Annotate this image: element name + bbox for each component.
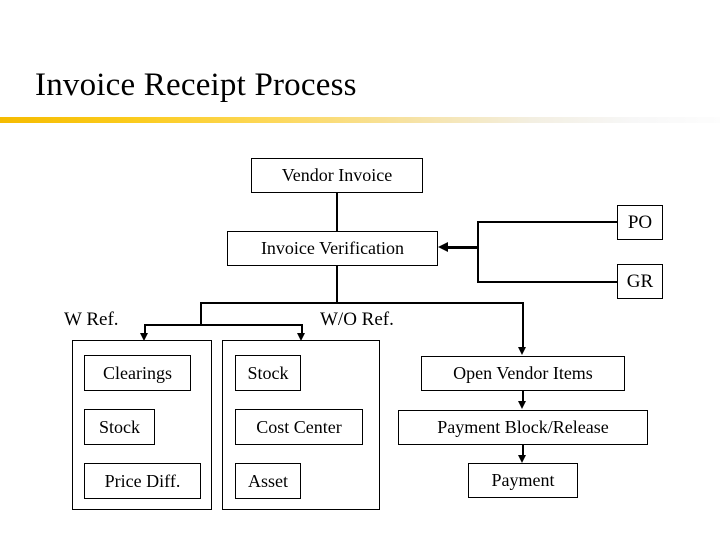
edge-po-gr-joiner (477, 221, 479, 282)
label-with-reference: W Ref. (64, 309, 119, 330)
edge-po-stub (477, 221, 618, 223)
node-vendor-invoice[interactable]: Vendor Invoice (251, 158, 423, 193)
node-clearings[interactable]: Clearings (84, 355, 191, 391)
node-po[interactable]: PO (617, 205, 663, 240)
edge-vendor-invoice-to-invoice-verification (336, 193, 338, 231)
edge-payment-block-to-payment (522, 445, 524, 456)
arrow-left-icon (438, 241, 448, 252)
node-stock-with-reference[interactable]: Stock (84, 409, 155, 445)
edge-split-left-leg (200, 302, 202, 325)
node-asset[interactable]: Asset (235, 463, 301, 499)
label-without-reference: W/O Ref. (320, 309, 394, 330)
node-price-diff[interactable]: Price Diff. (84, 463, 201, 499)
node-stock-without-reference[interactable]: Stock (235, 355, 301, 391)
arrow-down-icon-open-vendor-items (518, 347, 527, 355)
node-open-vendor-items[interactable]: Open Vendor Items (421, 356, 625, 391)
edge-split-bar-top (200, 302, 524, 304)
arrow-down-icon-payment-block (518, 401, 527, 409)
edge-open-vendor-items-to-payment-block (522, 391, 524, 402)
edge-gr-stub (477, 281, 618, 283)
edge-split-right-leg (522, 302, 524, 348)
node-gr[interactable]: GR (617, 264, 663, 299)
arrow-down-icon-without-reference (297, 333, 306, 341)
title-divider-rule (0, 117, 720, 123)
arrow-down-icon-payment (518, 455, 527, 463)
edge-branch-with-reference (144, 324, 146, 337)
node-payment-block-release[interactable]: Payment Block/Release (398, 410, 648, 445)
arrow-down-icon-with-reference (140, 333, 149, 341)
node-payment[interactable]: Payment (468, 463, 578, 498)
edge-invoice-verification-drop (336, 266, 338, 303)
edge-split-bar-second (144, 324, 303, 326)
edge-po-gr-to-invoice-verification (447, 246, 478, 249)
node-cost-center[interactable]: Cost Center (235, 409, 363, 445)
node-invoice-verification[interactable]: Invoice Verification (227, 231, 438, 266)
page-title: Invoice Receipt Process (35, 67, 357, 103)
edge-branch-without-reference (301, 324, 303, 337)
